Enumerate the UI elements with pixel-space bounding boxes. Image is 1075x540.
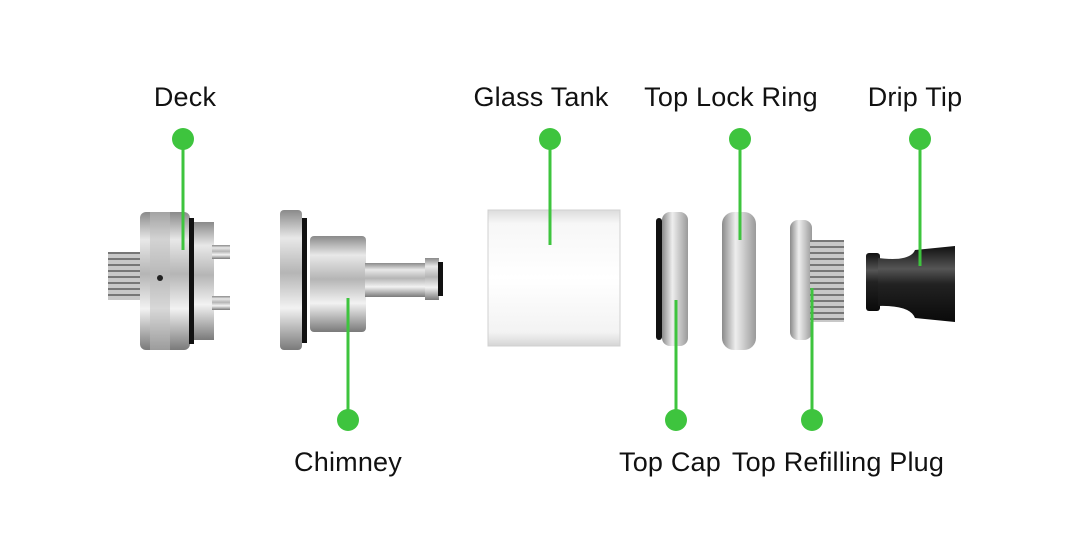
- top-lock-ring-callout-dot: [729, 128, 751, 150]
- deck-part: [108, 212, 230, 350]
- label-chimney: Chimney: [294, 447, 402, 477]
- label-top-cap: Top Cap: [619, 447, 721, 477]
- drip-tip-callout-dot: [909, 128, 931, 150]
- top-cap-part: [656, 212, 688, 346]
- top-refilling-plug-part: [790, 220, 844, 340]
- glass-tank-callout-dot: [539, 128, 561, 150]
- label-deck: Deck: [153, 82, 217, 112]
- drip-tip-part: [866, 246, 955, 322]
- label-glass-tank: Glass Tank: [473, 82, 609, 112]
- chimney-callout-dot: [337, 409, 359, 431]
- label-top-lock-ring: Top Lock Ring: [644, 82, 818, 112]
- top-cap-callout-dot: [665, 409, 687, 431]
- top-refilling-plug-callout-dot: [801, 409, 823, 431]
- deck-callout-dot: [172, 128, 194, 150]
- label-drip-tip: Drip Tip: [867, 82, 963, 112]
- glass-tank-part: [487, 209, 621, 347]
- label-top-refilling-plug: Top Refilling Plug: [731, 447, 945, 477]
- chimney-part: [280, 210, 443, 350]
- top-lock-ring-part: [722, 212, 756, 350]
